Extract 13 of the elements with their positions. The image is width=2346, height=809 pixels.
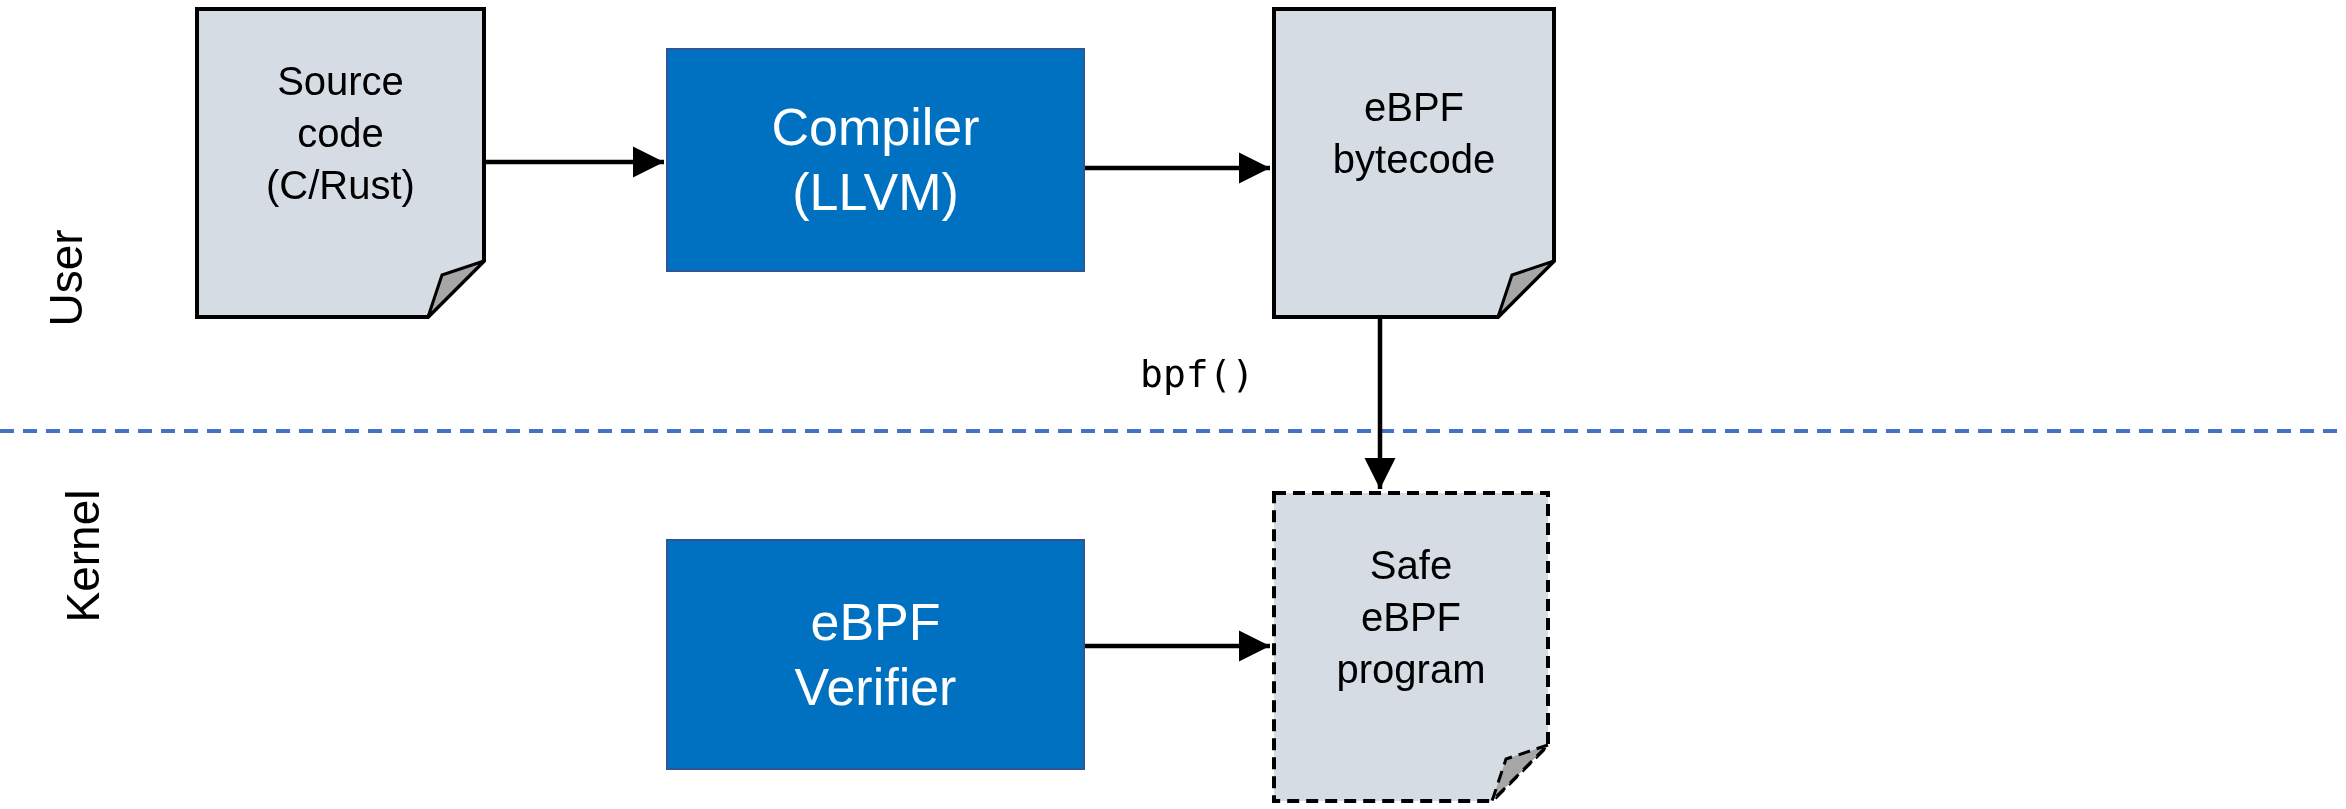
arrow <box>486 146 664 178</box>
arrow <box>1085 152 1270 184</box>
arrow <box>1364 319 1396 489</box>
process-box <box>666 48 1085 272</box>
node-label: Source code (C/Rust) <box>265 58 416 209</box>
node-label: Compiler (LLVM) <box>770 97 981 223</box>
arrow <box>1085 630 1270 662</box>
node-label: eBPF bytecode <box>1331 84 1497 183</box>
region-label: User <box>38 229 93 327</box>
process-box <box>666 539 1085 770</box>
node-label: Safe eBPF program <box>1335 542 1487 693</box>
node-label: eBPF Verifier <box>793 591 958 718</box>
region-label: Kernel <box>56 489 111 622</box>
